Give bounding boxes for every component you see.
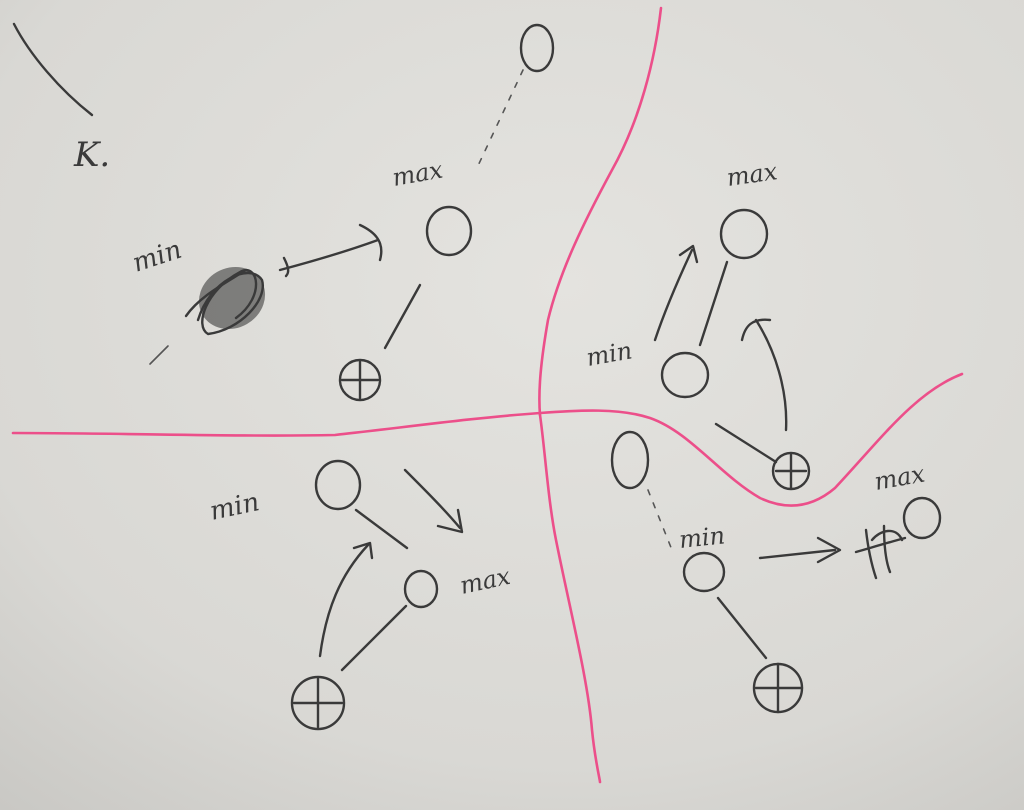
arrowhead-up-top-right (678, 244, 699, 264)
quadrant-bottom-right: min max (610, 430, 942, 714)
terminal-node-bottom-right (752, 662, 804, 714)
scribbled-node (149, 266, 266, 365)
edge-min-to-terminal-bottom-right (716, 596, 768, 660)
edge-min-to-max-bottom-left (354, 508, 409, 550)
max-node-bottom-right (854, 496, 942, 580)
arrow-min-to-max-top-right (653, 248, 694, 342)
terminal-node-top-right (771, 451, 811, 491)
corner-curve (12, 22, 94, 117)
terminal-node-bottom-left (290, 675, 346, 731)
vertical-divider-lower (538, 413, 602, 784)
arrowhead-down-bottom-left (436, 508, 464, 534)
arrowhead-right-bottom-right (816, 536, 842, 564)
arrow-terminal-to-max-top-right (754, 318, 788, 432)
quadrant-top-left: min max (129, 23, 555, 402)
vertical-divider-upper (538, 6, 663, 417)
top-node-bottom-right (610, 430, 650, 490)
arrow-to-max-top-left (278, 238, 380, 272)
arrowhead-curve-top-right (740, 318, 772, 342)
min-node-top-right (660, 351, 710, 399)
quadrant-dividers (11, 6, 964, 784)
arrow-min-to-max-bottom-left (403, 468, 462, 530)
min-node-bottom-right (682, 551, 726, 593)
corner-mark: K. (12, 22, 110, 175)
arrow-min-to-max-bottom-right (758, 548, 837, 560)
edge-min-to-max-top-right (698, 260, 729, 347)
max-node-bottom-left (403, 569, 439, 609)
horizontal-divider-left (11, 411, 542, 437)
arrowhead-up-bottom-left (352, 541, 374, 560)
dotted-link-bottom-right (647, 489, 673, 551)
edge-max-to-terminal-top-left (383, 283, 422, 350)
horizontal-divider-right (538, 372, 964, 507)
top-node-top-left (519, 23, 555, 73)
dotted-link-top-left (475, 69, 524, 171)
arrowhead-top-left (358, 223, 383, 262)
arrow-terminal-to-min-bottom-left (318, 543, 370, 658)
terminal-node-top-left (338, 358, 382, 402)
edge-min-to-terminal-top-right (714, 422, 778, 464)
corner-mark-label: K. (73, 135, 110, 175)
min-label-bottom-right: min (678, 521, 727, 554)
max-node-top-left (425, 205, 473, 257)
max-node-top-right (719, 208, 769, 260)
edge-max-to-terminal-bottom-left (340, 604, 408, 672)
min-node-bottom-left (314, 459, 362, 511)
